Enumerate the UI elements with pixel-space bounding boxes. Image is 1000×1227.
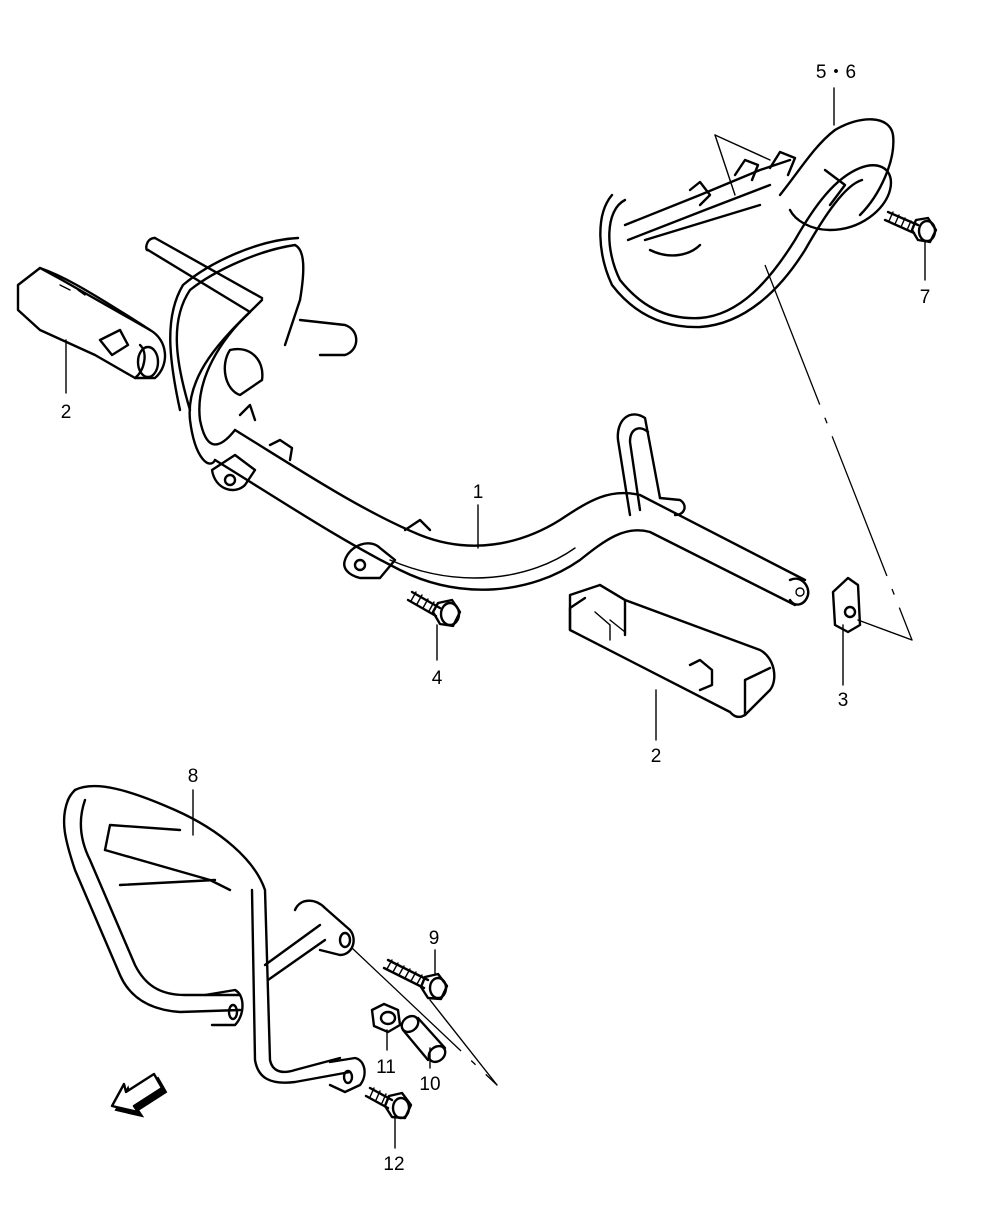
callout-5-6: 5・6	[816, 62, 856, 83]
callout-9: 9	[429, 928, 440, 949]
callout-10: 10	[419, 1074, 440, 1095]
bracket-plate-drawing	[831, 576, 862, 634]
bolt-9-drawing	[382, 958, 449, 1001]
fwd-arrow-icon: FWD	[110, 1072, 168, 1118]
assembly-lines	[65, 87, 926, 1149]
footrest-bar-drawing	[145, 236, 810, 607]
callout-3: 3	[838, 690, 849, 711]
callouts: 1 2 2 3 4 5・6 7 8 9 10 11 12	[61, 62, 931, 1175]
callout-2-left: 2	[61, 402, 72, 423]
footpeg-rubber-left-drawing	[16, 266, 167, 380]
collar-10-drawing	[400, 1014, 447, 1064]
bolt-4-drawing	[406, 590, 462, 628]
callout-2-right: 2	[651, 746, 662, 767]
bolt-12-drawing	[364, 1086, 413, 1120]
callout-8: 8	[188, 766, 199, 787]
guard-5-6-drawing	[599, 118, 895, 329]
footpeg-rubber-right-drawing	[568, 583, 776, 719]
bolt-7-drawing	[883, 210, 938, 244]
nut-11-drawing	[370, 1002, 402, 1034]
front-guard-8-drawing	[62, 784, 366, 1094]
callout-7: 7	[920, 287, 931, 308]
callout-11: 11	[376, 1057, 396, 1078]
callout-4: 4	[432, 668, 443, 689]
callout-1: 1	[473, 482, 484, 503]
callout-12: 12	[383, 1154, 404, 1175]
